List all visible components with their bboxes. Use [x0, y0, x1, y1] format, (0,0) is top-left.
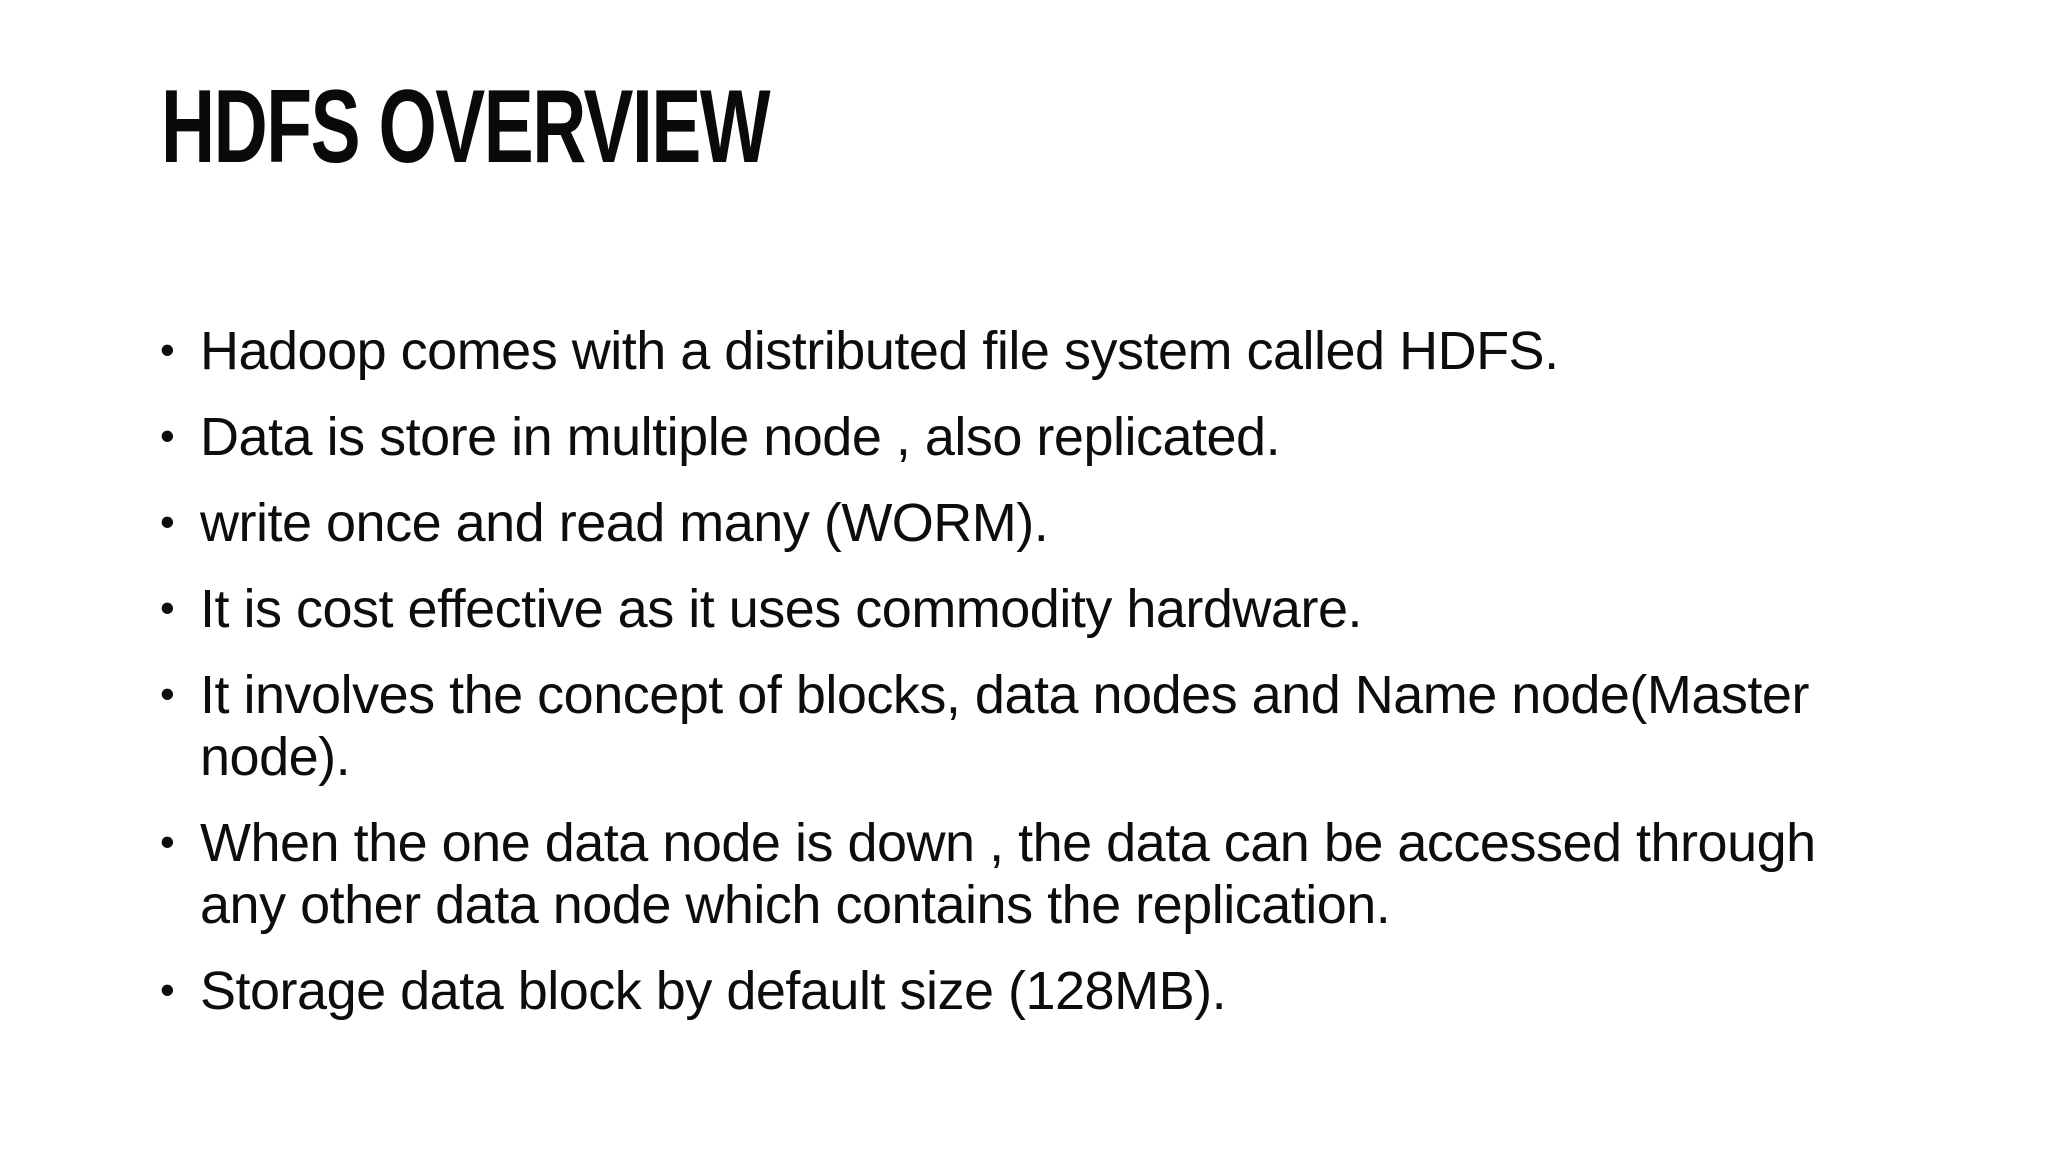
- bullet-item: • It is cost effective as it uses commod…: [160, 578, 2000, 640]
- bullet-item: • Data is store in multiple node , also …: [160, 406, 2000, 468]
- bullet-text: Data is store in multiple node , also re…: [200, 407, 1281, 467]
- bullet-dot-icon: •: [160, 966, 175, 1013]
- bullet-dot-icon: •: [160, 584, 175, 631]
- bullet-item: • When the one data node is down , the d…: [160, 812, 2000, 936]
- bullet-text: Storage data block by default size (128M…: [200, 961, 1227, 1021]
- bullet-item: • Storage data block by default size (12…: [160, 960, 2000, 1022]
- bullet-text: Hadoop comes with a distributed file sys…: [200, 321, 1559, 381]
- bullet-dot-icon: •: [160, 670, 175, 717]
- slide-title: HDFS OVERVIEW: [161, 69, 771, 185]
- bullet-item: • Hadoop comes with a distributed file s…: [160, 320, 2000, 382]
- bullet-list: • Hadoop comes with a distributed file s…: [160, 320, 2000, 1046]
- bullet-item: • write once and read many (WORM).: [160, 492, 2000, 554]
- bullet-item: • It involves the concept of blocks, dat…: [160, 664, 2000, 788]
- bullet-text: When the one data node is down , the dat…: [200, 813, 1816, 935]
- bullet-text: It involves the concept of blocks, data …: [200, 665, 1809, 787]
- bullet-dot-icon: •: [160, 818, 175, 865]
- bullet-text: write once and read many (WORM).: [200, 493, 1049, 553]
- bullet-dot-icon: •: [160, 498, 175, 545]
- bullet-dot-icon: •: [160, 412, 175, 459]
- bullet-dot-icon: •: [160, 326, 175, 373]
- bullet-text: It is cost effective as it uses commodit…: [200, 579, 1362, 639]
